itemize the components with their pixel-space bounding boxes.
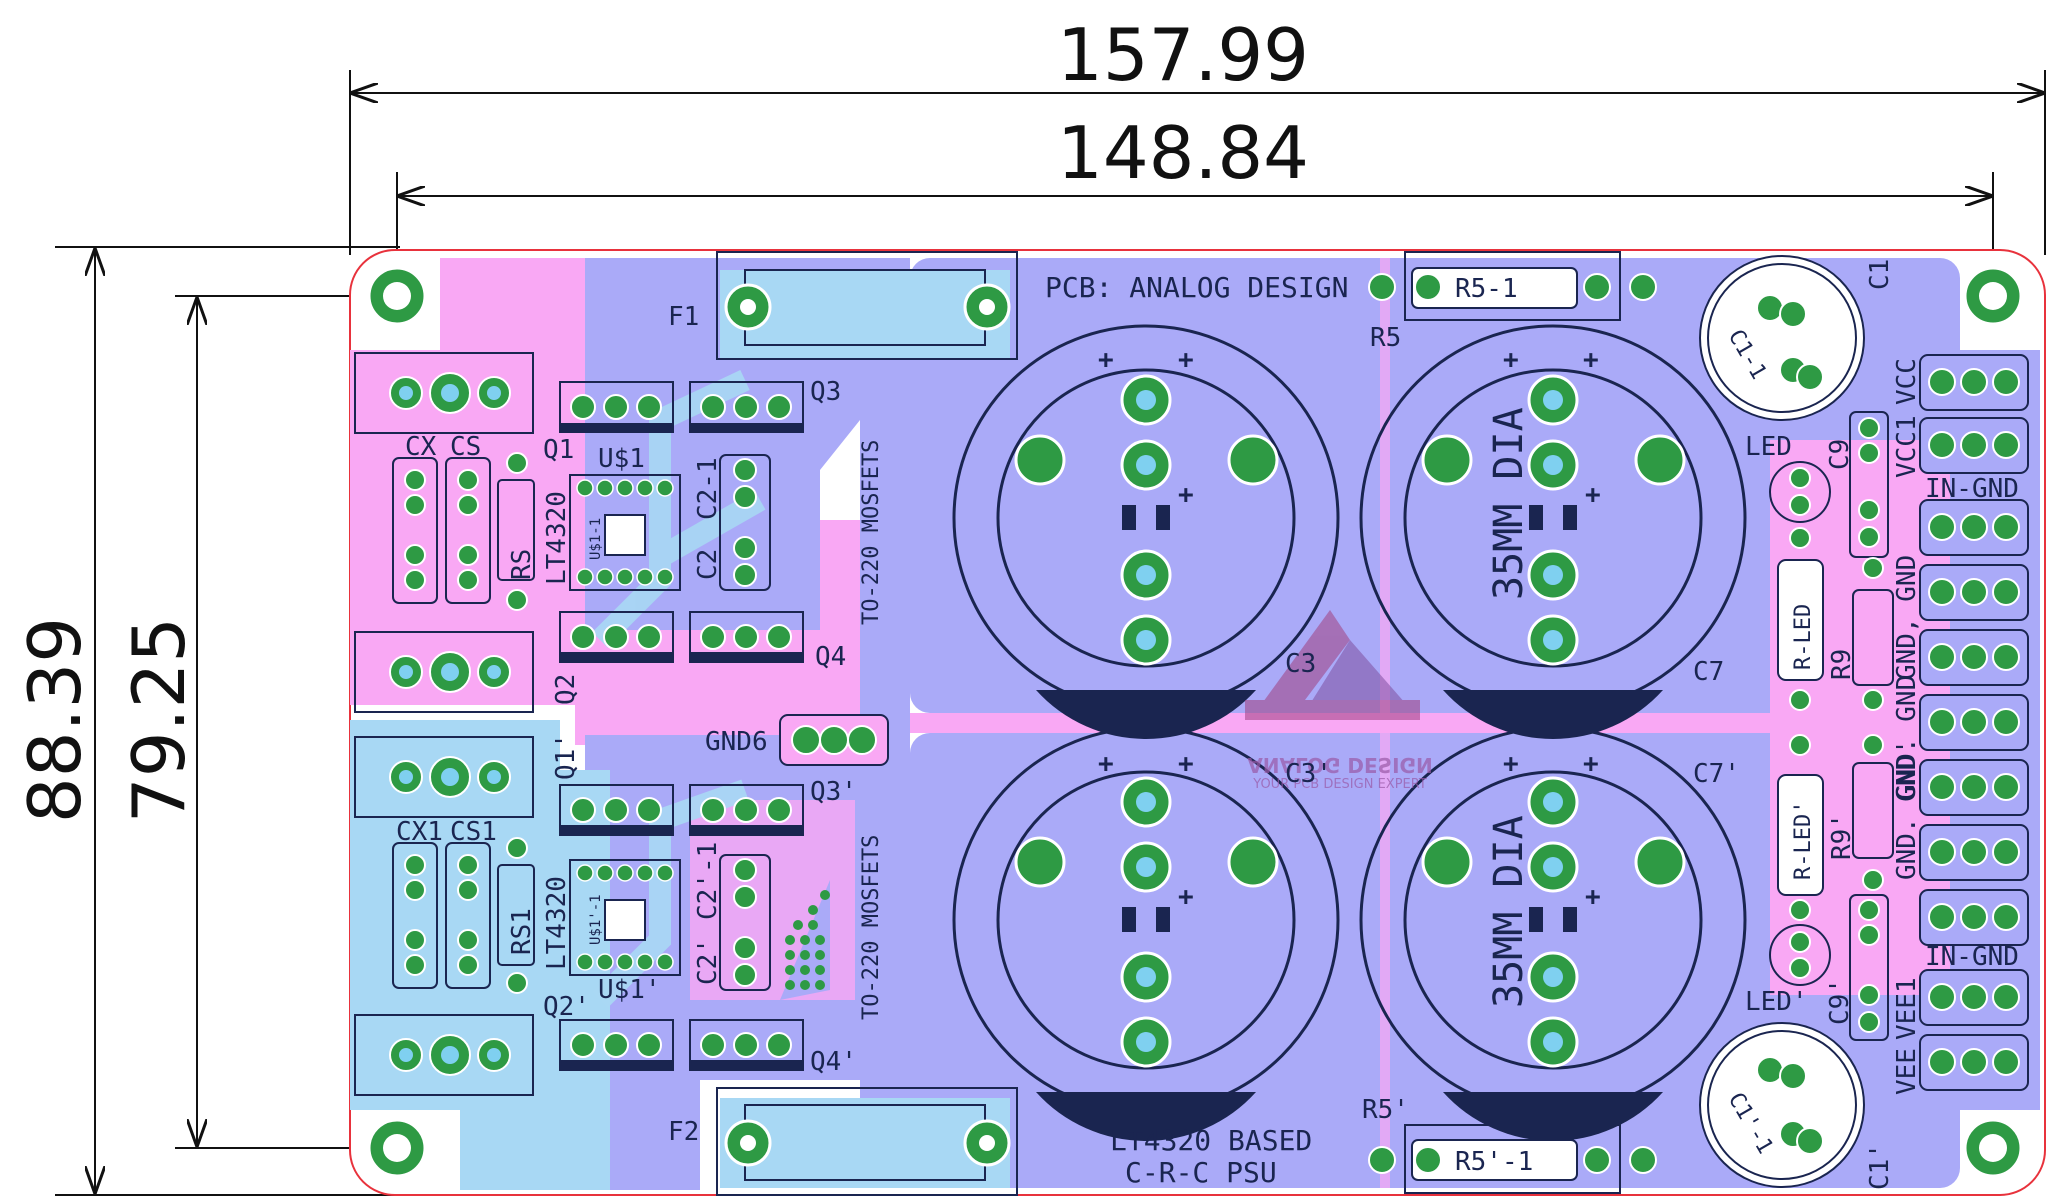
label-vee1: VEE1 — [1892, 977, 1922, 1040]
big-cap-pads — [1014, 374, 1686, 1068]
mounting-holes — [367, 266, 2023, 1178]
label-q4p: Q4' — [810, 1047, 857, 1077]
label-gnd-gnd3: GND. GND' — [1892, 739, 1922, 880]
svg-text:+: + — [1178, 480, 1194, 510]
label-r-led: R-LED — [1791, 604, 1816, 670]
label-r5-1: R5-1 — [1455, 274, 1518, 304]
thermal-via-array — [780, 880, 830, 1000]
label-r5: R5 — [1370, 323, 1401, 353]
mosfet-note-top: TO-220 MOSFETS — [859, 440, 884, 625]
copper-pour-left-bottom — [350, 720, 610, 1190]
svg-text:+: + — [1583, 749, 1599, 779]
label-r5p-1: R5'-1 — [1455, 1147, 1533, 1177]
label-c9p: C9' — [1825, 978, 1855, 1025]
label-f1: F1 — [668, 302, 699, 332]
label-q3: Q3 — [810, 377, 841, 407]
watermark-line1: ANALOG DESIGN — [1247, 753, 1432, 777]
mounting-hole-br — [1963, 1118, 2023, 1178]
svg-text:+: + — [1503, 749, 1519, 779]
label-c3p: C3' — [1285, 759, 1332, 789]
cap-dia-top: 35MM DIA — [1486, 407, 1532, 600]
svg-text:+: + — [1178, 749, 1194, 779]
label-u1: U$1 — [598, 444, 645, 474]
label-vee: VEE — [1892, 1048, 1922, 1095]
label-cx: CX — [405, 432, 437, 462]
svg-text:+: + — [1098, 345, 1114, 375]
mounting-hole-tl — [367, 266, 427, 326]
label-gnd6: GND6 — [705, 727, 768, 757]
label-q2: Q2 — [551, 674, 581, 705]
label-c1p: C1' — [1865, 1143, 1895, 1190]
label-c7p: C7' — [1693, 759, 1740, 789]
label-rs1: RS1 — [507, 908, 537, 955]
mosfet-note-bottom: TO-220 MOSFETS — [859, 835, 884, 1020]
dimension-annotations — [55, 70, 2046, 1196]
label-u1p: U$1' — [598, 975, 661, 1005]
gnd6-connector — [779, 714, 889, 766]
inner-width-dimension: 148.84 — [1057, 111, 1309, 195]
svg-text:+: + — [1098, 749, 1114, 779]
label-in-gnd-top: IN-GND — [1925, 474, 2019, 504]
fuses — [716, 251, 1018, 1196]
label-lt-bot: LT4320 — [542, 876, 572, 970]
label-q1p: Q1' — [551, 733, 581, 780]
label-c9: C9 — [1825, 439, 1855, 470]
svg-text:+: + — [1178, 345, 1194, 375]
label-cs1: CS1 — [450, 817, 497, 847]
copper-pour-bottom-right — [910, 733, 1960, 1188]
svg-text:+: + — [1583, 345, 1599, 375]
power-resistors — [1404, 251, 1621, 1194]
label-q4: Q4 — [815, 642, 846, 672]
small-capacitors-left — [392, 457, 535, 989]
label-c2-1: C2-1 — [693, 457, 723, 520]
label-r-ledp: R-LED' — [1791, 801, 1816, 880]
label-rs: RS — [507, 549, 537, 580]
label-lt-top: LT4320 — [542, 491, 572, 585]
label-gnd-gnd: GND, GND — [1892, 555, 1922, 680]
lt4320-ics — [569, 474, 681, 976]
board-title: PCB: ANALOG DESIGN — [1045, 271, 1348, 304]
label-in-gnd-bot: IN-GND — [1925, 942, 2019, 972]
outer-height-dimension: 88.39 — [13, 617, 97, 823]
label-cx1: CX1 — [396, 817, 443, 847]
label-c2p: C2' — [693, 938, 723, 985]
label-f2: F2 — [668, 1117, 699, 1147]
label-r9: R9 — [1827, 649, 1857, 680]
input-connectors — [354, 352, 534, 1096]
label-led: LED — [1745, 432, 1792, 462]
mounting-hole-bl — [367, 1118, 427, 1178]
label-gnd-gnd2: GND. GND — [1892, 675, 1922, 800]
svg-text:+: + — [1585, 480, 1601, 510]
board-footer-1: LT4320 BASED — [1110, 1124, 1312, 1157]
inner-height-dimension: 79.25 — [117, 617, 201, 823]
board-footer-2: C-R-C PSU — [1125, 1156, 1277, 1189]
label-q1: Q1 — [543, 435, 574, 465]
label-cs: CS — [450, 432, 481, 462]
svg-text:+: + — [1585, 882, 1601, 912]
leds — [1769, 411, 1894, 1041]
cap-dia-bottom: 35MM DIA — [1486, 815, 1532, 1008]
outer-width-dimension: 157.99 — [1057, 13, 1309, 97]
label-c3: C3 — [1285, 649, 1316, 679]
label-u1p-1: U$1'-1 — [588, 894, 604, 945]
label-q2p: Q2' — [543, 992, 590, 1022]
label-vcc1: VCC1 — [1892, 415, 1922, 478]
label-c2p-1: C2'-1 — [693, 842, 723, 920]
watermark-logo — [1245, 610, 1420, 720]
label-q3p: Q3' — [810, 777, 857, 807]
label-c7: C7 — [1693, 657, 1724, 687]
label-ledp: LED' — [1745, 987, 1808, 1017]
label-c1: C1 — [1865, 259, 1895, 290]
watermark-line2: YOUR PCB DESIGN EXPERT — [1252, 777, 1427, 792]
label-u1-1: U$1-1 — [588, 518, 604, 560]
label-vcc: VCC — [1892, 358, 1922, 405]
svg-text:+: + — [1503, 345, 1519, 375]
svg-text:+: + — [1178, 882, 1194, 912]
mosfets — [559, 381, 804, 1071]
label-r5p: R5' — [1362, 1095, 1409, 1125]
mounting-hole-tr — [1963, 266, 2023, 326]
label-c2: C2 — [693, 549, 723, 580]
label-r9p: R9' — [1827, 813, 1857, 860]
